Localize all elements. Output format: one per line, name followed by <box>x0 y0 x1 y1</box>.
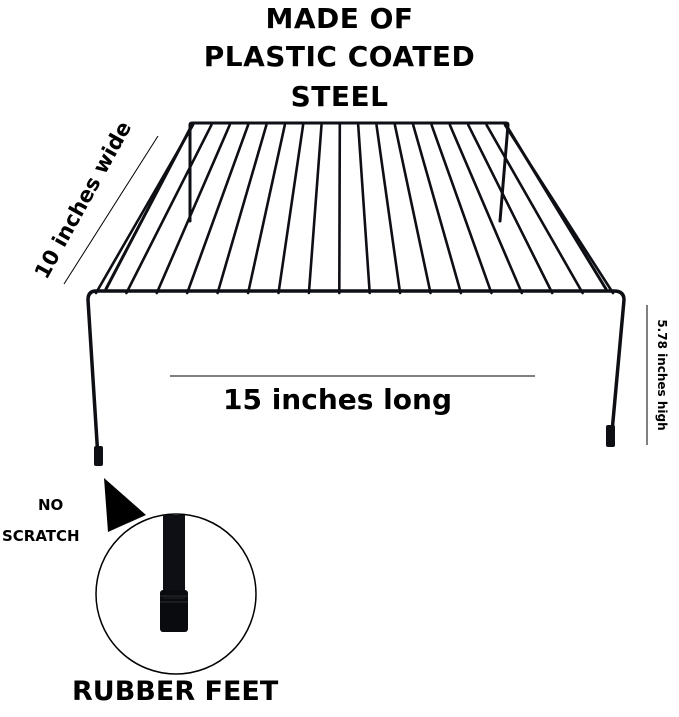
back-frame <box>188 121 510 223</box>
shelf-slat <box>375 123 402 295</box>
shelf-slat <box>125 123 213 295</box>
callout-arrow <box>104 478 146 532</box>
rubber-foot-left <box>94 446 103 466</box>
shelf-slat <box>467 123 554 295</box>
shelf-slat <box>277 123 305 295</box>
right-side-rail <box>504 123 608 291</box>
width-dimension-line <box>63 135 159 285</box>
rubber-feet-caption: RUBBER FEET <box>72 676 279 707</box>
title-line-3: STEEL <box>290 80 389 113</box>
shelf-slat <box>411 123 463 295</box>
shelf-slat <box>485 123 584 295</box>
title-line-2: PLASTIC COATED <box>203 40 476 73</box>
front-frame <box>86 289 626 460</box>
title-line-1: MADE OF <box>265 2 414 35</box>
shelf-slat <box>216 123 268 295</box>
shelf-slat <box>356 123 371 295</box>
left-side-rail <box>104 123 194 291</box>
shelf-slat <box>307 123 323 295</box>
shelf-slat <box>430 123 493 295</box>
shelf-slat <box>338 123 342 295</box>
length-label: 15 inches long <box>223 383 452 416</box>
shelf-slat <box>185 123 250 295</box>
rubber-foot-closeup <box>160 515 188 632</box>
callout-label-scratch: SCRATCH <box>2 527 80 545</box>
height-label: 5.78 inches high <box>655 319 669 431</box>
callout-label-no: NO <box>38 496 64 514</box>
rubber-foot-right <box>606 425 615 447</box>
shelf-slat <box>246 123 287 295</box>
shelf-slat <box>155 123 231 295</box>
shelf-slat <box>393 123 432 295</box>
shelf-slat <box>448 123 524 295</box>
shelf-wires <box>86 121 626 466</box>
